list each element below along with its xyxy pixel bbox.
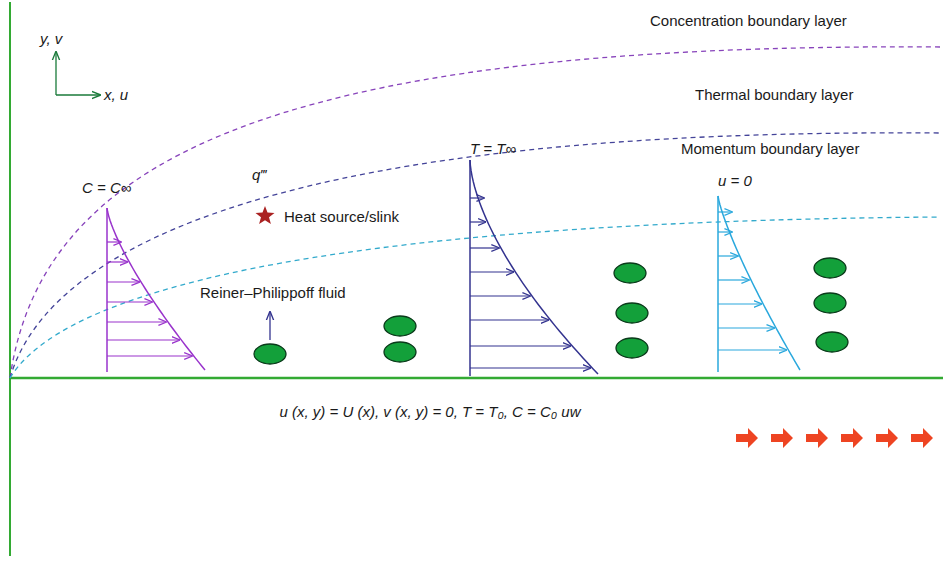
axis-arrow	[56, 94, 100, 95]
layer-label: Concentration boundary layer	[650, 12, 847, 29]
stretch-arrow	[806, 428, 828, 448]
profile-arrow	[718, 327, 774, 328]
profile-arrow	[470, 197, 484, 198]
axis-label: x, u	[104, 86, 128, 103]
plate-line	[10, 377, 943, 380]
stretch-arrow	[876, 428, 898, 448]
wall-line	[9, 2, 11, 556]
profile-arrow	[107, 261, 127, 262]
profile-axis	[469, 160, 471, 376]
profile-arrow	[470, 295, 530, 296]
profile-arrow	[470, 271, 513, 272]
profile-curve	[107, 208, 205, 370]
concentration-layer-curve	[10, 47, 940, 378]
axis-arrow	[55, 52, 56, 95]
particles	[254, 258, 848, 364]
profile-arrow	[718, 255, 738, 256]
boundary-condition: u (x, y) = U (x), v (x, y) = 0, T = T₀, …	[279, 403, 580, 420]
heat-source-star	[256, 206, 275, 224]
profile-arrow	[470, 221, 486, 222]
profile-arrow	[107, 301, 152, 302]
axis-label: y, v	[40, 30, 62, 47]
velocity-profiles	[107, 160, 800, 376]
layer-label: Thermal boundary layer	[695, 86, 853, 103]
profile-curve	[718, 196, 800, 370]
fluid-label: Reiner–Philippoff fluid	[200, 284, 346, 301]
profile-curve	[470, 160, 598, 374]
profile-arrow	[470, 319, 548, 320]
profile-arrow	[718, 231, 732, 232]
profile-arrow	[718, 279, 749, 280]
stretch-arrow	[841, 428, 863, 448]
profile-arrow	[107, 321, 166, 322]
profile-arrow	[107, 339, 179, 340]
thermal-layer-curve	[10, 133, 940, 378]
profile-arrow	[470, 247, 499, 248]
stretch-arrow	[911, 428, 933, 448]
stretch-arrow	[736, 428, 758, 448]
fluid-arrow	[269, 312, 270, 340]
stretching-arrows	[736, 428, 933, 448]
heat-source-symbol: q‴	[252, 166, 266, 183]
condition-label: C = C∞	[82, 179, 131, 196]
profile-arrow	[470, 345, 570, 346]
layer-label: Momentum boundary layer	[681, 140, 859, 157]
heat-source-label: Heat source/slink	[284, 208, 399, 225]
momentum-layer-curve	[10, 217, 940, 378]
profile-arrow	[107, 355, 192, 356]
profile-arrow	[107, 281, 139, 282]
condition-label: u = 0	[718, 172, 752, 189]
profile-arrow	[107, 241, 121, 242]
profile-arrow	[718, 303, 761, 304]
profile-arrow	[718, 211, 732, 212]
profile-axis	[106, 208, 108, 372]
stretch-arrow	[771, 428, 793, 448]
profile-arrow	[718, 349, 786, 350]
profile-arrow	[470, 367, 590, 368]
condition-label: T = T∞	[470, 140, 516, 157]
profile-axis	[717, 196, 719, 372]
